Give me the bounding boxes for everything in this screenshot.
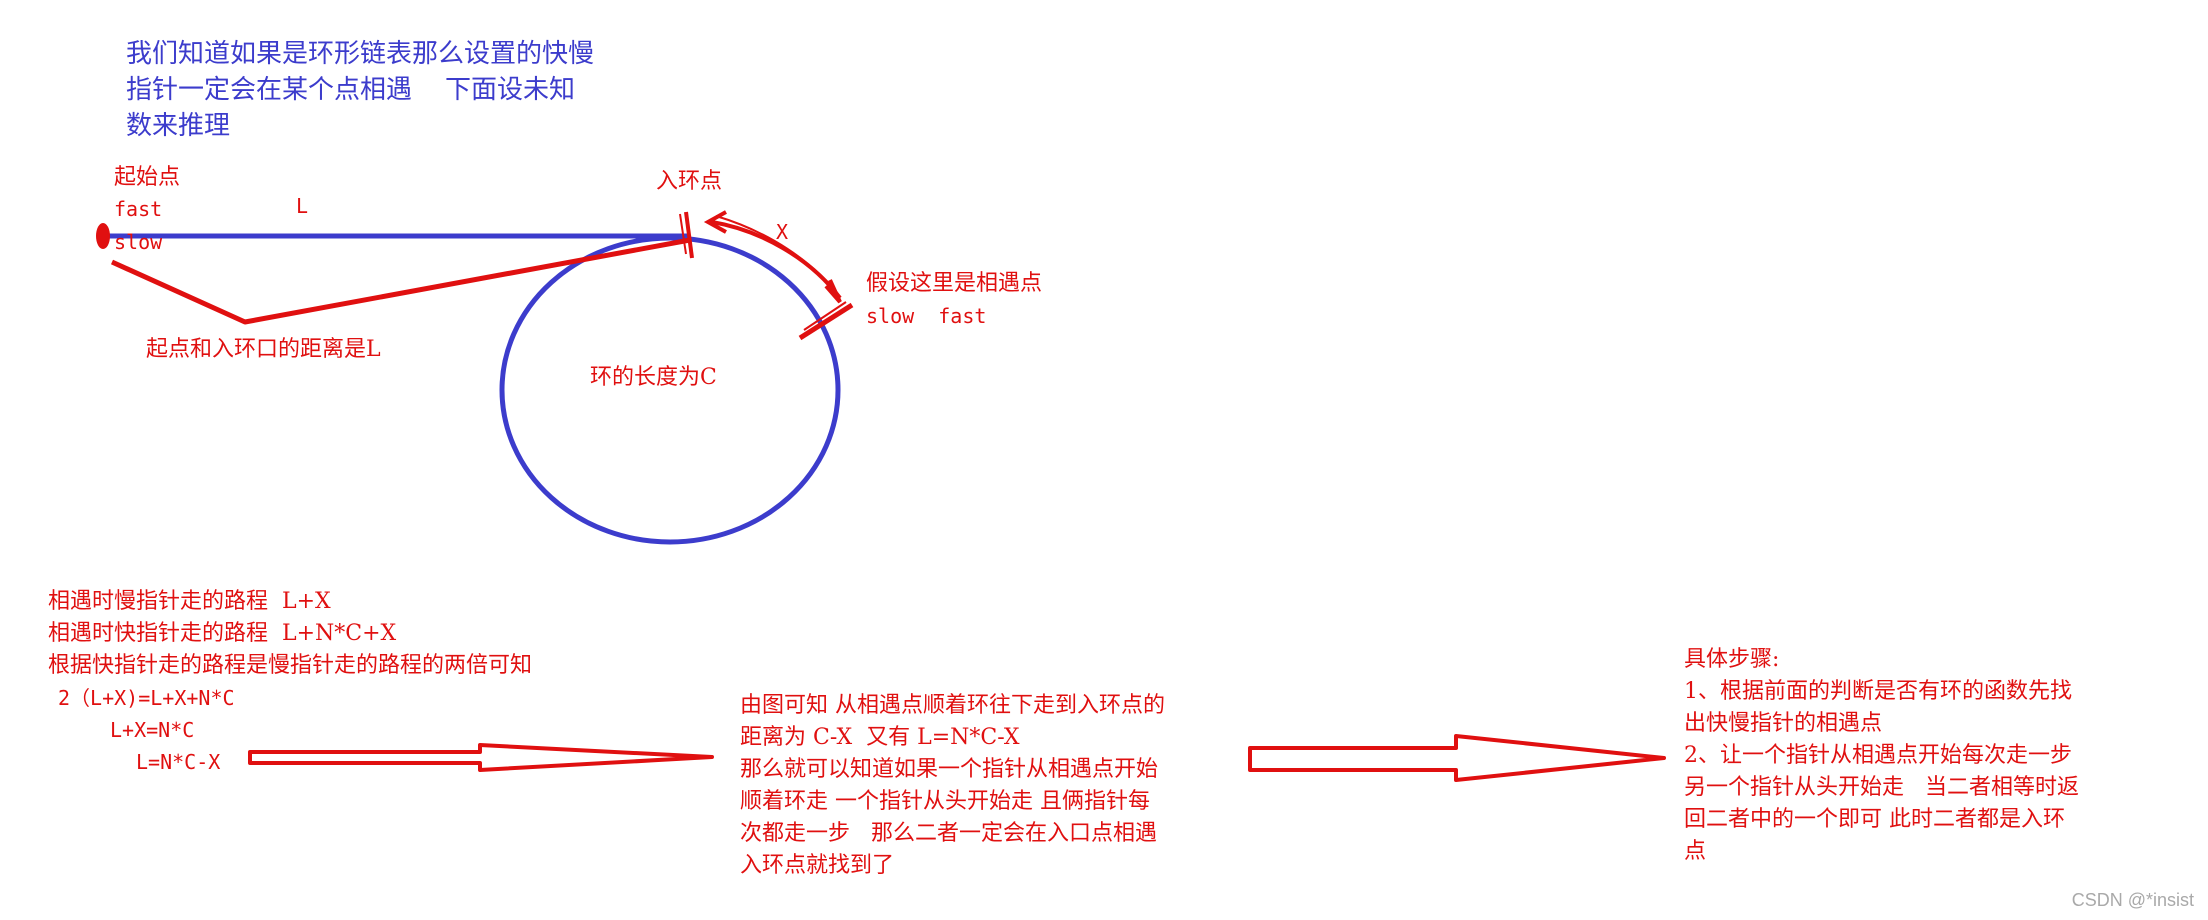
intro-line-1: 我们知道如果是环形链表那么设置的快慢	[126, 39, 595, 69]
derivation-eq-3: L=N*C-X	[136, 750, 221, 774]
start-point-label: 起始点	[114, 165, 181, 190]
middle-line-3: 那么就可以知道如果一个指针从相遇点开始	[740, 757, 1159, 782]
steps-line-2: 出快慢指针的相遇点	[1684, 711, 1883, 736]
entry-point-mark-2	[679, 213, 687, 255]
middle-line-4: 顺着环走 一个指针从头开始走 且俩指针每	[740, 789, 1150, 814]
meet-point-mark-2	[803, 301, 847, 331]
x-arc-arrow-2	[715, 215, 837, 293]
flow-arrow-1	[248, 743, 714, 772]
x-arrowhead-end	[824, 279, 842, 304]
intro-line-2: 指针一定会在某个点相遇 下面设未知	[126, 75, 576, 105]
slow-label: slow	[114, 230, 163, 254]
steps-line-3: 2、让一个指针从相遇点开始每次走一步	[1684, 743, 2072, 768]
ring-circle	[499, 235, 841, 545]
distance-l-line	[110, 237, 691, 325]
intro-line-3: 数来推理	[126, 111, 231, 141]
meet-point-mark	[798, 302, 854, 341]
csdn-watermark: CSDN @*insist	[2071, 890, 2194, 910]
start-entry-distance-label: 起点和入环口的距离是L	[146, 337, 381, 362]
derivation-line-1: 相遇时慢指针走的路程 L+X	[48, 589, 331, 614]
ring-length-label: 环的长度为C	[590, 365, 717, 390]
x-arrowhead-start	[703, 210, 727, 234]
meet-pointers-label: slow fast	[866, 304, 987, 328]
meet-point-label: 假设这里是相遇点	[866, 271, 1043, 296]
derivation-eq-1: 2（L+X)=L+X+N*C	[58, 686, 235, 710]
steps-line-4: 另一个指针从头开始走 当二者相等时返	[1684, 775, 2079, 800]
steps-title: 具体步骤:	[1684, 647, 1780, 672]
derivation-eq-2: L+X=N*C	[110, 718, 195, 742]
start-point-mark	[96, 223, 110, 249]
x-label: X	[776, 220, 789, 244]
middle-line-2: 距离为 C-X 又有 L=N*C-X	[740, 725, 1020, 750]
middle-line-6: 入环点就找到了	[740, 853, 895, 878]
steps-line-5: 回二者中的一个即可 此时二者都是入环	[1684, 807, 2065, 832]
ring-entry-label: 入环点	[656, 169, 723, 194]
fast-label: fast	[114, 197, 163, 221]
l-label: L	[296, 194, 309, 218]
flow-arrow-2	[1248, 734, 1666, 782]
steps-line-1: 1、根据前面的判断是否有环的函数先找	[1684, 679, 2072, 704]
steps-line-6: 点	[1684, 839, 1707, 864]
entry-point-mark	[684, 211, 694, 259]
derivation-line-2: 相遇时快指针走的路程 L+N*C+X	[48, 621, 397, 646]
middle-line-1: 由图可知 从相遇点顺着环往下走到入环点的	[740, 693, 1165, 718]
middle-line-5: 次都走一步 那么二者一定会在入口点相遇	[740, 821, 1157, 846]
derivation-line-3: 根据快指针走的路程是慢指针走的路程的两倍可知	[48, 653, 533, 678]
